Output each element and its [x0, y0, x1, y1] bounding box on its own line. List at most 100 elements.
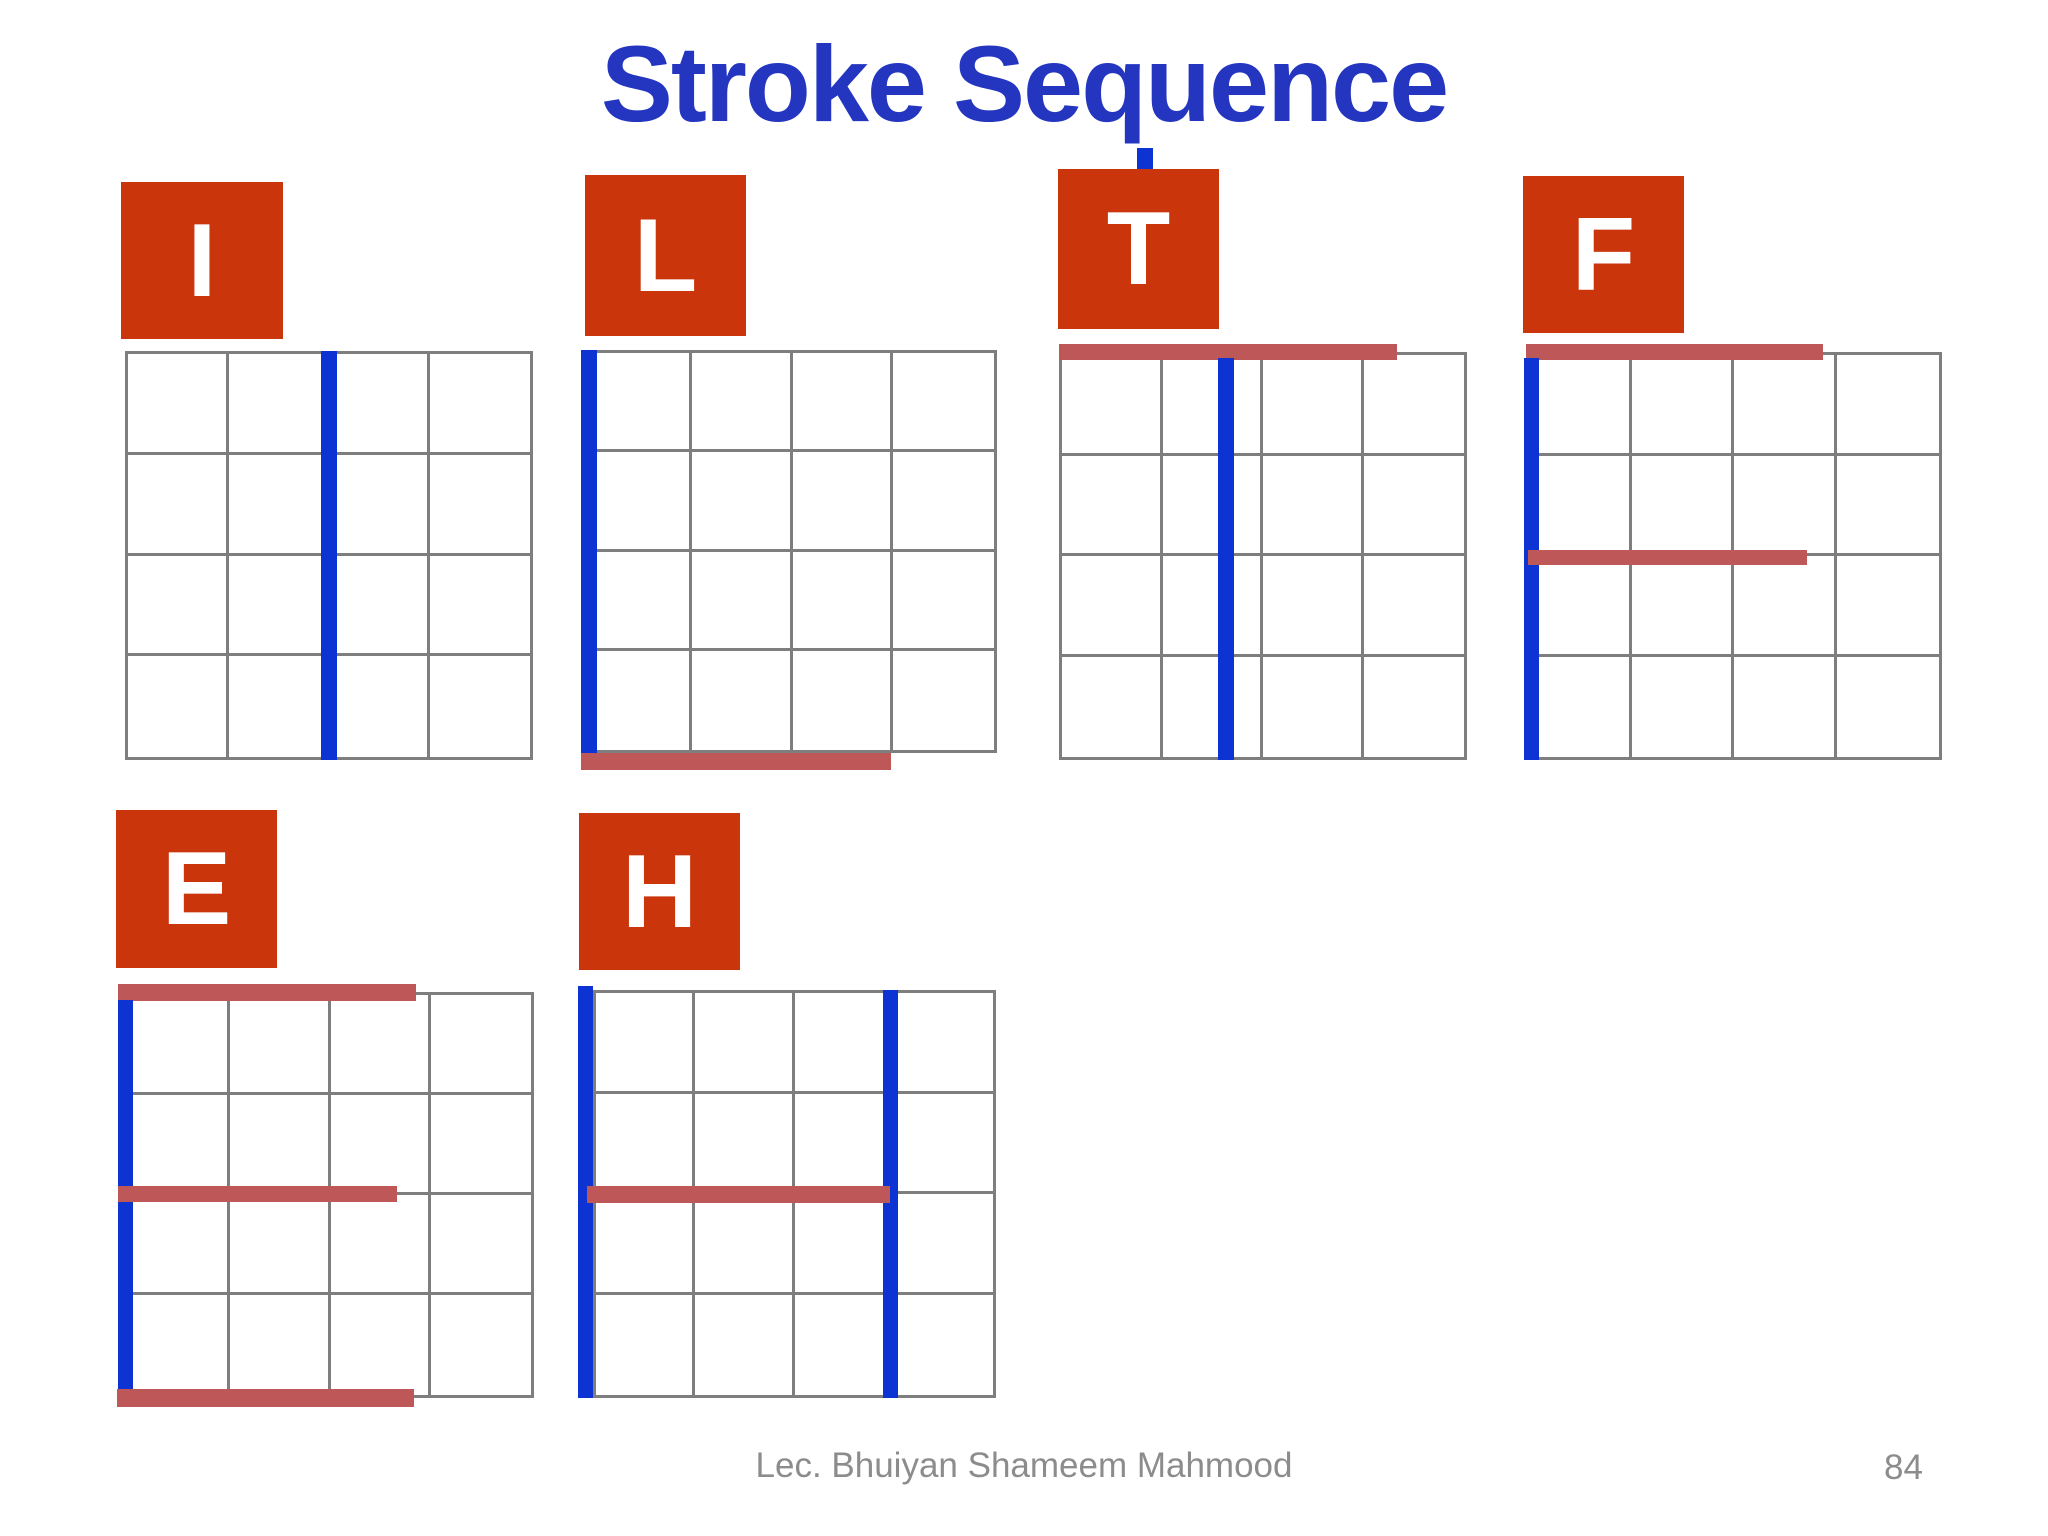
grid-cell — [792, 551, 894, 651]
grid-cell — [228, 454, 329, 556]
grid-cell — [1836, 556, 1939, 657]
grid-cell — [1062, 556, 1163, 657]
grid-cell — [893, 353, 994, 453]
grid-cell — [893, 993, 993, 1094]
panel-H-right-vertical-stroke — [883, 990, 898, 1398]
letter-box-L: L — [585, 175, 746, 336]
grid-cell — [894, 1295, 993, 1396]
grid-cell — [228, 555, 329, 657]
grid-cell — [230, 1295, 331, 1395]
panel-E-bottom-horizontal-stroke — [117, 1389, 414, 1407]
letter-box-I: I — [121, 182, 283, 339]
grid-cell — [329, 354, 430, 455]
grid-cell — [1263, 556, 1364, 657]
grid-cell — [591, 452, 692, 552]
grid-cell — [430, 995, 531, 1095]
grid-cell — [1837, 657, 1940, 758]
grid-cell — [793, 650, 894, 750]
grid-cell — [430, 1195, 531, 1295]
grid-cell — [596, 1194, 696, 1295]
grid-cell — [130, 1195, 231, 1295]
grid-cell — [792, 452, 894, 552]
grid-cell — [1363, 456, 1464, 556]
grid-cell — [1263, 355, 1364, 456]
grid-cell — [691, 353, 793, 453]
panel-T-center-vertical-stroke — [1218, 358, 1234, 760]
grid-cell — [128, 354, 229, 455]
grid-cell — [596, 1294, 696, 1395]
grid-cell — [1734, 556, 1837, 657]
grid-cell — [1529, 556, 1632, 657]
grid-cell — [1363, 355, 1464, 456]
grid-cell — [1162, 355, 1263, 456]
panel-L-left-vertical-stroke — [581, 350, 597, 753]
grid-cell — [893, 651, 994, 750]
letter-box-E: E — [116, 810, 277, 968]
grid-cell — [128, 555, 229, 657]
grid-cell — [1631, 556, 1734, 657]
grid-cell — [431, 1295, 531, 1395]
grid-cell — [591, 551, 692, 651]
page-title: Stroke Sequence — [600, 23, 1449, 144]
grid-cell — [1836, 355, 1939, 456]
page-number: 84 — [1884, 1448, 1923, 1487]
panel-H-middle-horizontal-stroke — [587, 1186, 890, 1203]
footer-credit: Lec. Bhuiyan Shameem Mahmood — [755, 1446, 1293, 1485]
panel-E-top-horizontal-stroke — [118, 984, 416, 1001]
grid-cell — [1632, 656, 1734, 757]
panel-I-center-vertical-stroke — [321, 351, 337, 760]
grid-cell — [591, 353, 692, 453]
grid-cell — [430, 1095, 531, 1195]
grid-cell — [331, 1295, 431, 1395]
panel-H-left-vertical-stroke — [578, 986, 593, 1398]
grid-cell — [1529, 656, 1632, 757]
grid-cell — [893, 1194, 993, 1295]
grid-cell — [1263, 656, 1364, 757]
grid-cell — [596, 1093, 696, 1194]
grid-cell — [230, 995, 331, 1095]
grid-cell — [1162, 556, 1263, 657]
grid-cell — [1734, 355, 1837, 456]
grid-cell — [230, 1095, 331, 1195]
grid-cell — [430, 656, 531, 757]
grid-cell — [692, 650, 793, 750]
grid-cell — [330, 1195, 431, 1295]
grid-cell — [228, 354, 329, 455]
grid-cell — [695, 1294, 795, 1395]
panel-T-stray-blue-mark — [1137, 148, 1153, 170]
grid-cell — [893, 1094, 993, 1194]
grid-cell — [1363, 556, 1464, 657]
grid-cell — [1734, 455, 1837, 556]
grid-cell — [794, 1194, 894, 1295]
panel-L-bottom-horizontal-stroke — [581, 753, 891, 770]
grid-cell — [795, 1294, 894, 1395]
grid-cell — [128, 656, 229, 757]
grid-cell — [1529, 355, 1632, 456]
grid-cell — [1263, 455, 1364, 556]
grid-cell — [792, 353, 894, 453]
practice-grid-L — [588, 350, 997, 753]
grid-cell — [794, 1093, 894, 1194]
grid-cell — [330, 995, 431, 1095]
grid-cell — [130, 995, 231, 1095]
grid-cell — [429, 556, 530, 657]
grid-cell — [1836, 456, 1939, 556]
grid-cell — [329, 656, 430, 757]
grid-cell — [596, 993, 696, 1094]
grid-cell — [691, 452, 793, 552]
grid-cell — [893, 552, 994, 651]
grid-cell — [1162, 455, 1263, 556]
grid-cell — [128, 454, 229, 556]
grid-cell — [429, 354, 530, 455]
letter-box-T: T — [1058, 169, 1219, 329]
grid-cell — [1734, 656, 1837, 757]
grid-cell — [329, 555, 430, 657]
panel-F-middle-horizontal-stroke — [1528, 550, 1807, 565]
letter-box-H: H — [579, 813, 740, 970]
grid-cell — [794, 993, 894, 1094]
grid-cell — [130, 1295, 231, 1395]
grid-cell — [429, 455, 530, 556]
grid-cell — [130, 1095, 231, 1195]
grid-cell — [695, 993, 795, 1094]
